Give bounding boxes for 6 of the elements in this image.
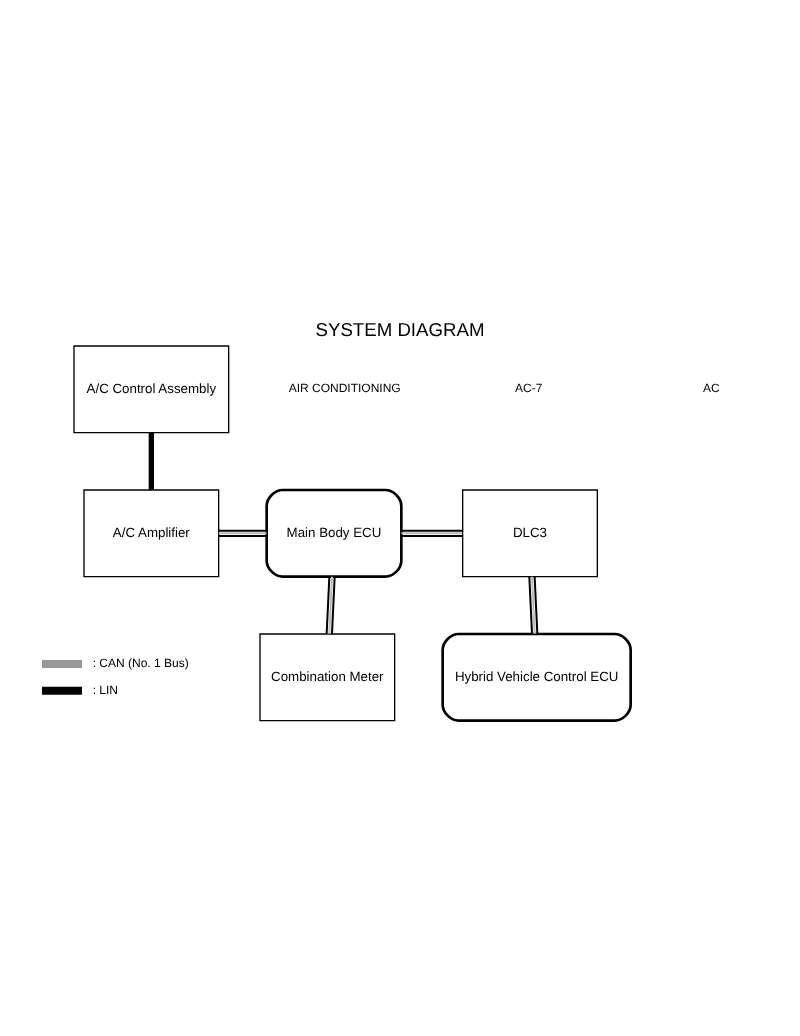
diagram-title: SYSTEM DIAGRAM (315, 319, 485, 340)
connector (217, 529, 268, 537)
connector (148, 432, 154, 490)
connector (400, 529, 464, 537)
connector (528, 575, 539, 636)
connector (325, 575, 336, 636)
